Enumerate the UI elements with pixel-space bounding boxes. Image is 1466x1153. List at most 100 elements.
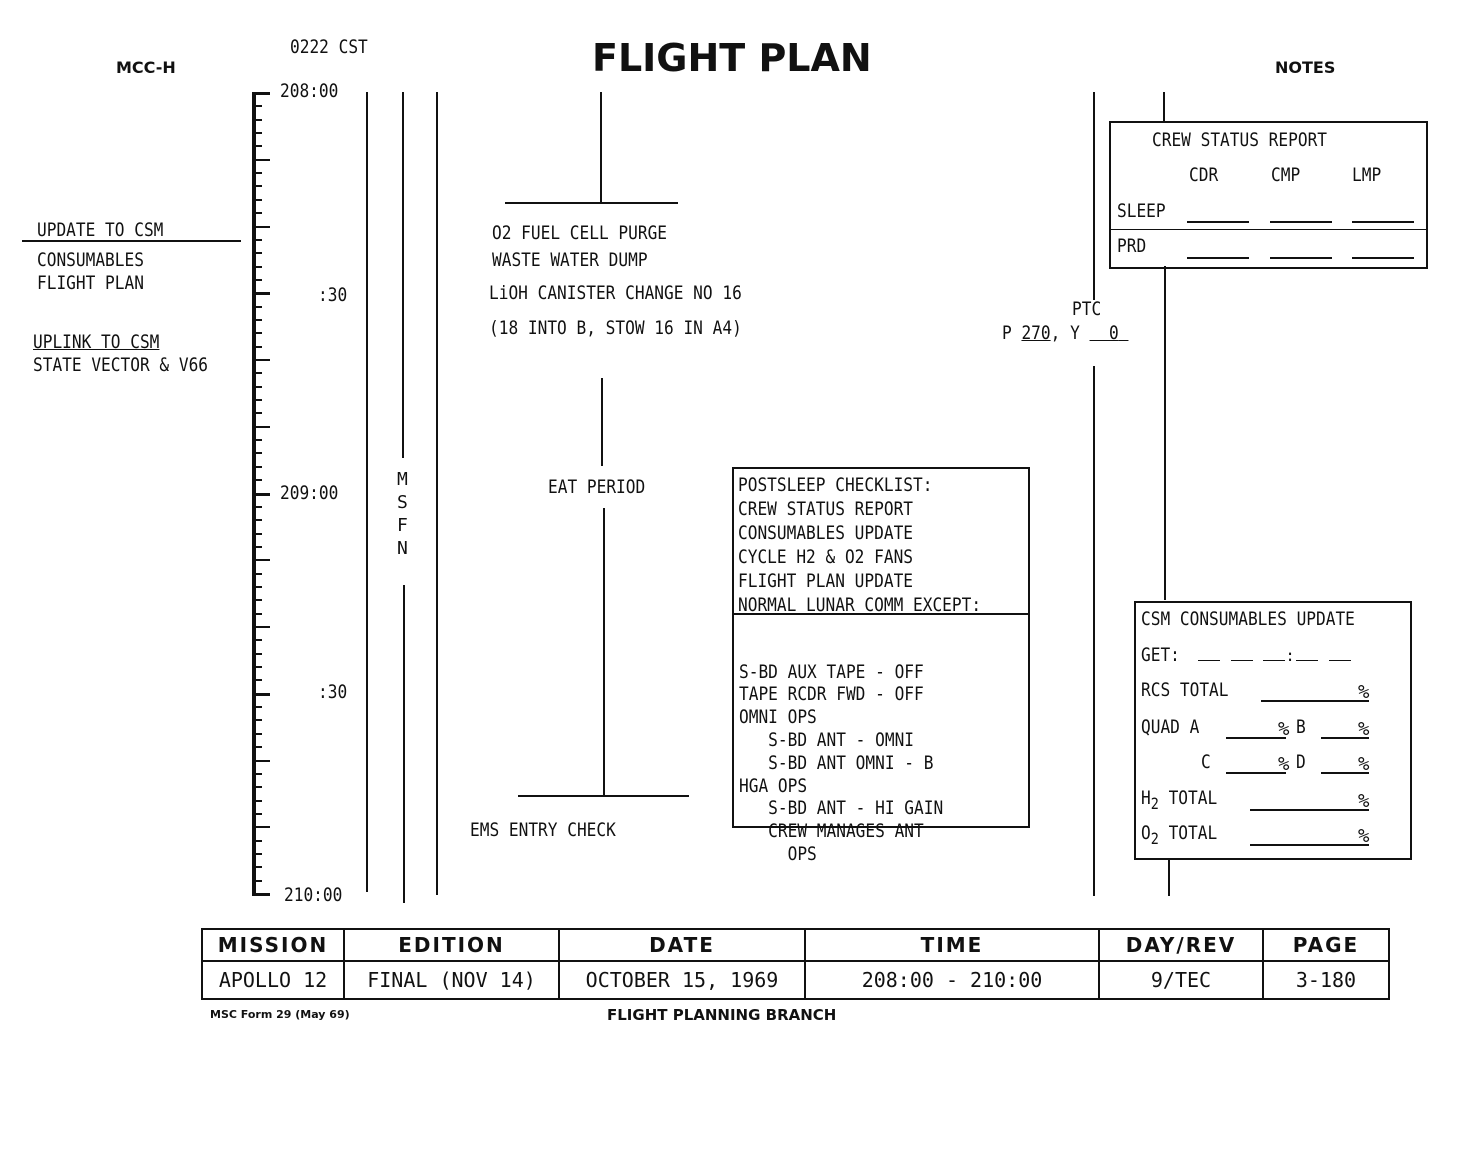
- divider: [22, 240, 241, 242]
- sleep-cmp-field[interactable]: [1270, 221, 1332, 223]
- activity-item: LiOH CANISTER CHANGE NO 16: [489, 282, 742, 304]
- minor-tick: [252, 812, 262, 815]
- o2-total-field[interactable]: [1250, 844, 1369, 846]
- prd-cmp-field[interactable]: [1270, 257, 1332, 259]
- header-time: TIME: [804, 928, 1100, 962]
- uplink-item: STATE VECTOR & V66: [33, 354, 209, 376]
- rcs-field[interactable]: [1261, 700, 1369, 702]
- minor-tick: [252, 399, 262, 402]
- minor-tick: [252, 252, 262, 255]
- o2-total-label: O2 TOTAL: [1141, 822, 1218, 848]
- header-day-rev: DAY/REV: [1098, 928, 1264, 962]
- major-tick: [252, 425, 270, 428]
- minor-tick: [252, 786, 262, 789]
- minor-tick: [252, 706, 262, 709]
- activity-line: [601, 378, 603, 466]
- notes-line: [1168, 858, 1170, 896]
- station-line: [403, 585, 405, 903]
- header-date: DATE: [558, 928, 806, 962]
- footer-table: MISSION EDITION DATE TIME DAY/REV PAGE A…: [201, 928, 1390, 1000]
- pct: %: [1358, 718, 1370, 740]
- ptc-line: [1093, 366, 1095, 896]
- branch-label: FLIGHT PLANNING BRANCH: [607, 1006, 837, 1024]
- minor-tick: [252, 679, 262, 682]
- mission-value: APOLLO 12: [201, 960, 345, 1000]
- csm-consumables-update: CSM CONSUMABLES UPDATE GET: : RCS TOTAL …: [1134, 601, 1412, 860]
- page-title: FLIGHT PLAN: [592, 36, 872, 80]
- h2-total-label: H2 TOTAL: [1141, 787, 1218, 813]
- minor-tick: [252, 345, 262, 348]
- header-edition: EDITION: [343, 928, 560, 962]
- pct: %: [1278, 753, 1290, 775]
- minor-tick: [252, 545, 262, 548]
- notes-line: [1164, 266, 1166, 600]
- activity-bracket: [518, 795, 689, 797]
- sleep-lmp-field[interactable]: [1352, 221, 1414, 223]
- major-tick: [252, 92, 270, 95]
- sleep-cdr-field[interactable]: [1187, 221, 1249, 223]
- rcs-label: RCS TOTAL: [1141, 679, 1229, 701]
- major-tick: [252, 559, 270, 562]
- pct: %: [1358, 753, 1370, 775]
- quad-a-label: QUAD A: [1141, 716, 1200, 738]
- h2-total-field[interactable]: [1250, 809, 1369, 811]
- major-tick: [252, 158, 270, 161]
- quad-c-field[interactable]: [1226, 772, 1286, 774]
- activity-item: WASTE WATER DUMP: [492, 249, 648, 271]
- ptc-line: [1093, 92, 1095, 300]
- page-value: 3-180: [1262, 960, 1390, 1000]
- activity-bracket: [505, 202, 678, 204]
- divider: [1111, 229, 1426, 230]
- quad-b-field[interactable]: [1321, 737, 1369, 739]
- minor-tick: [252, 746, 262, 749]
- minor-tick: [252, 332, 262, 335]
- minor-tick: [252, 238, 262, 241]
- minor-tick: [252, 839, 262, 842]
- minor-tick: [252, 879, 262, 882]
- ptc-attitude: P 270, Y 0: [1002, 322, 1119, 344]
- activity-line: [600, 92, 602, 202]
- update-item: CONSUMABLES: [37, 249, 144, 271]
- col-lmp: LMP: [1352, 164, 1382, 186]
- minor-tick: [252, 132, 262, 135]
- header-page: PAGE: [1262, 928, 1390, 962]
- time-label: 210:00: [284, 884, 343, 906]
- quad-d-field[interactable]: [1321, 772, 1369, 774]
- get-field[interactable]: :: [1198, 646, 1351, 665]
- minor-tick: [252, 612, 262, 615]
- column-divider: [436, 92, 438, 895]
- minor-tick: [252, 585, 262, 588]
- minor-tick: [252, 198, 262, 201]
- minor-tick: [252, 212, 262, 215]
- activity-line: [603, 508, 605, 795]
- pct: %: [1358, 825, 1370, 847]
- prd-lmp-field[interactable]: [1352, 257, 1414, 259]
- minor-tick: [252, 318, 262, 321]
- update-heading: UPDATE TO CSM: [37, 219, 164, 241]
- quad-a-field[interactable]: [1226, 737, 1286, 739]
- minor-tick: [252, 465, 262, 468]
- pct: %: [1278, 718, 1290, 740]
- activity-item: O2 FUEL CELL PURGE: [492, 222, 668, 244]
- uplink-heading: UPLINK TO CSM: [33, 331, 160, 353]
- minor-tick: [252, 479, 262, 482]
- minor-tick: [252, 505, 262, 508]
- notes-line: [1163, 92, 1165, 122]
- prd-cdr-field[interactable]: [1187, 257, 1249, 259]
- minor-tick: [252, 799, 262, 802]
- minor-tick: [252, 118, 262, 121]
- minor-tick: [252, 385, 262, 388]
- col-cmp: CMP: [1271, 164, 1301, 186]
- minor-tick: [252, 305, 262, 308]
- minor-tick: [252, 412, 262, 415]
- pct: %: [1358, 790, 1370, 812]
- activity-item: (18 INTO B, STOW 16 IN A4): [489, 317, 742, 339]
- time-label: :30: [318, 284, 348, 306]
- header-mission: MISSION: [201, 928, 345, 962]
- update-item: FLIGHT PLAN: [37, 272, 144, 294]
- form-number: MSC Form 29 (May 69): [210, 1008, 350, 1021]
- minor-tick: [252, 519, 262, 522]
- time-label: 208:00: [280, 80, 339, 102]
